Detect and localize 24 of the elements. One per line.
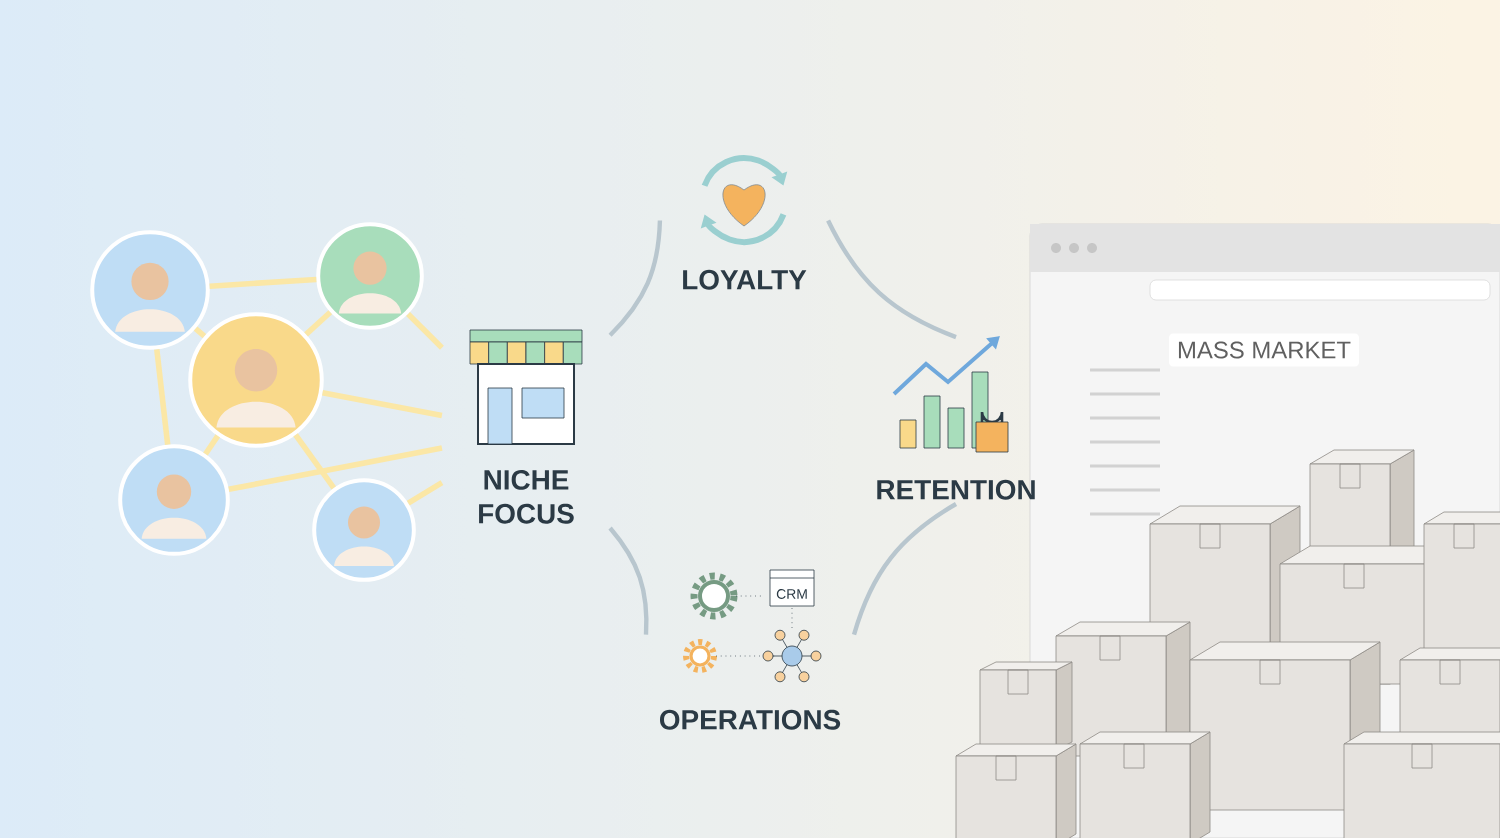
connector-line	[826, 219, 957, 340]
connector-line	[193, 326, 207, 339]
connector-line	[851, 502, 958, 636]
icon-label: LOYALTY	[683, 269, 807, 290]
connector-line	[209, 276, 317, 289]
person-avatar	[118, 444, 230, 556]
connector-line	[608, 220, 663, 337]
icon-label: OPERATIONS	[660, 709, 841, 730]
icon-label: RETENTION	[877, 479, 1035, 500]
connector-line	[154, 349, 171, 445]
icon-label: NICHE FOCUS	[479, 470, 574, 524]
person-avatar	[312, 478, 416, 582]
connector-line	[304, 310, 333, 337]
connector-line	[228, 445, 443, 493]
person-avatar	[316, 222, 424, 330]
connector-line	[293, 433, 336, 490]
person-avatar	[90, 230, 210, 350]
connector-line	[203, 434, 221, 456]
connector-line	[608, 526, 649, 635]
connector-line	[322, 390, 443, 419]
person-avatar	[188, 312, 324, 448]
connector-line	[406, 312, 444, 350]
connector-line	[406, 480, 444, 506]
tag-label: MASS MARKET	[1169, 333, 1359, 367]
